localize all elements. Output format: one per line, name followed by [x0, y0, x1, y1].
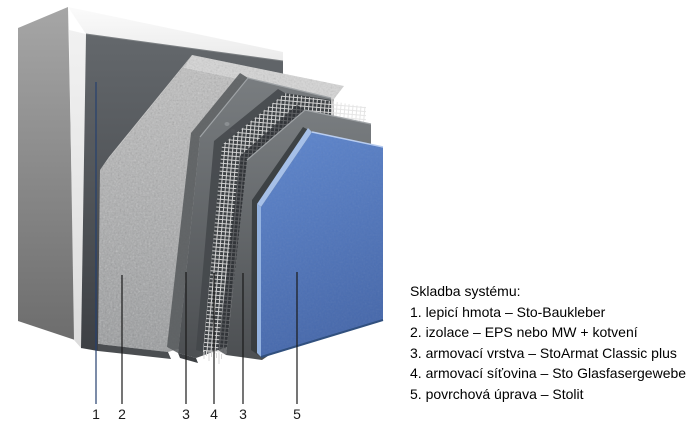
legend-title: Skladba systému:: [410, 283, 521, 299]
legend: Skladba systému: 1. lepicí hmota – Sto-B…: [410, 281, 695, 405]
finish-left-edge: [257, 204, 261, 357]
layer-number-2: 2: [118, 406, 126, 422]
layer-number-4: 4: [210, 406, 218, 422]
wall-substrate: [18, 7, 283, 349]
shadow-base-coat-2: [218, 105, 305, 355]
layer-number-3b: 3: [239, 406, 247, 422]
shadow-base-coat-1: [167, 73, 248, 353]
shadow-mesh: [196, 89, 285, 352]
wall-top-face: [68, 7, 283, 68]
shadow-finish: [251, 127, 312, 357]
legend-item-1: 1. lepicí hmota – Sto-Baukleber: [410, 303, 606, 320]
finish-chamfer-edge: [257, 128, 312, 207]
wall-left-face: [18, 7, 75, 340]
finish-layer: [257, 128, 384, 358]
legend-item-4: 4. armovací síťovina – Sto Glasfasergewe…: [410, 365, 687, 382]
leader-lines: [95, 82, 298, 404]
insulation-bottom-edge: [98, 344, 171, 359]
anchor-dot: [224, 122, 230, 126]
wall-front-face: [69, 30, 86, 349]
layer-number-3a: 3: [182, 406, 190, 422]
legend-item-3: 3. armovací vrstva – StoArmat Classic pl…: [410, 344, 677, 361]
layer-number-5: 5: [293, 406, 301, 422]
legend-item-2: 2. izolace – EPS nebo MW + kotvení: [410, 324, 638, 341]
layer-number-1: 1: [92, 406, 100, 422]
legend-item-5: 5. povrchová úprava – Stolit: [410, 385, 584, 402]
